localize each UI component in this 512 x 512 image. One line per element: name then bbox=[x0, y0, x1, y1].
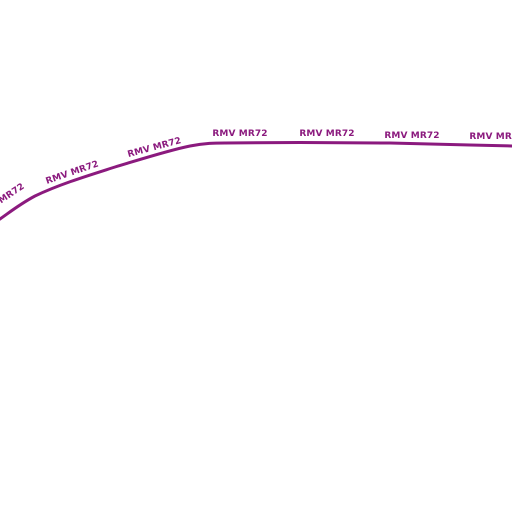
route-label: RMV MR72 bbox=[299, 129, 354, 139]
route-line-rmv-mr72[interactable] bbox=[0, 141, 512, 221]
route-label: RMV MR72 bbox=[384, 131, 439, 141]
route-label: RMV MR72 bbox=[469, 132, 512, 142]
route-label: RMV MR72 bbox=[212, 129, 267, 139]
